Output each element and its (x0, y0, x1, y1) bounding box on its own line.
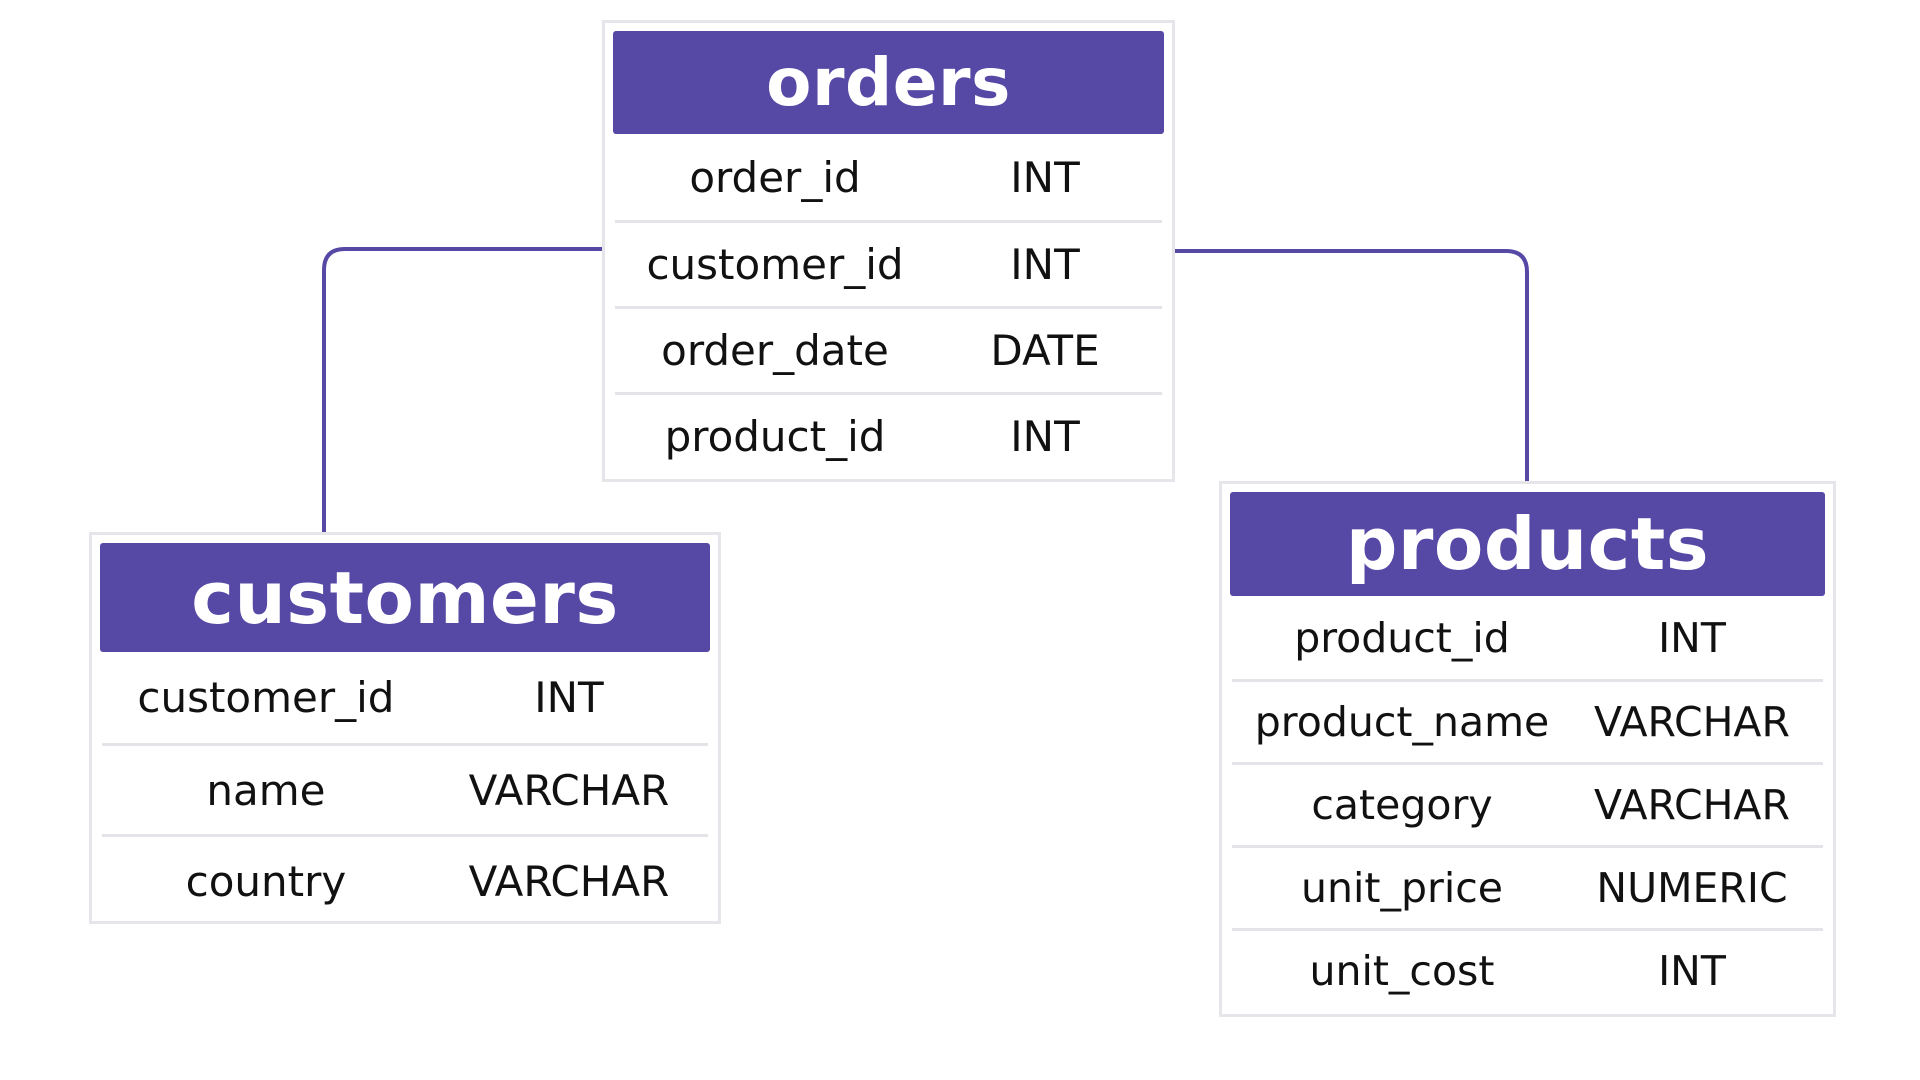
column-type: INT (534, 673, 604, 722)
table-row: product_id INT (615, 392, 1162, 478)
table-row: unit_cost INT (1232, 928, 1823, 1011)
column-name: product_id (664, 412, 886, 461)
column-type: INT (1658, 947, 1726, 995)
column-type: INT (1010, 412, 1080, 461)
column-type: VARCHAR (1594, 781, 1790, 829)
column-name: unit_cost (1309, 947, 1495, 995)
column-type: VARCHAR (1594, 698, 1790, 746)
column-name: order_date (661, 326, 889, 375)
table-orders[interactable]: orders order_id INT customer_id INT orde… (602, 20, 1175, 482)
column-name: unit_price (1301, 864, 1503, 912)
table-title: orders (613, 31, 1164, 134)
table-row: order_id INT (615, 134, 1162, 220)
column-type: NUMERIC (1596, 864, 1788, 912)
table-title: customers (100, 543, 710, 652)
column-type: DATE (990, 326, 1100, 375)
table-customers[interactable]: customers customer_id INT name VARCHAR c… (89, 532, 721, 924)
table-row: product_name VARCHAR (1232, 679, 1823, 762)
column-name: name (206, 765, 326, 815)
table-row: unit_price NUMERIC (1232, 845, 1823, 928)
column-type: VARCHAR (468, 856, 670, 906)
column-name: order_id (689, 152, 861, 202)
connector-orders-products (1175, 249, 1529, 481)
column-name: customer_id (646, 240, 904, 289)
column-name: customer_id (137, 673, 395, 722)
column-name: category (1311, 781, 1493, 829)
table-products[interactable]: products product_id INT product_name VAR… (1219, 481, 1836, 1017)
column-type: INT (1658, 613, 1726, 662)
table-row: order_date DATE (615, 306, 1162, 392)
table-row: customer_id INT (102, 652, 708, 743)
column-name: country (185, 856, 347, 906)
table-title: products (1230, 492, 1825, 596)
table-row: name VARCHAR (102, 743, 708, 834)
connector-orders-customers (322, 247, 602, 532)
column-type: VARCHAR (468, 765, 670, 815)
column-name: product_name (1254, 698, 1550, 746)
table-row: category VARCHAR (1232, 762, 1823, 845)
column-type: INT (1010, 240, 1080, 289)
table-row: country VARCHAR (102, 834, 708, 925)
column-name: product_id (1294, 613, 1510, 662)
table-row: product_id INT (1232, 596, 1823, 679)
column-type: INT (1010, 152, 1080, 202)
table-row: customer_id INT (615, 220, 1162, 306)
